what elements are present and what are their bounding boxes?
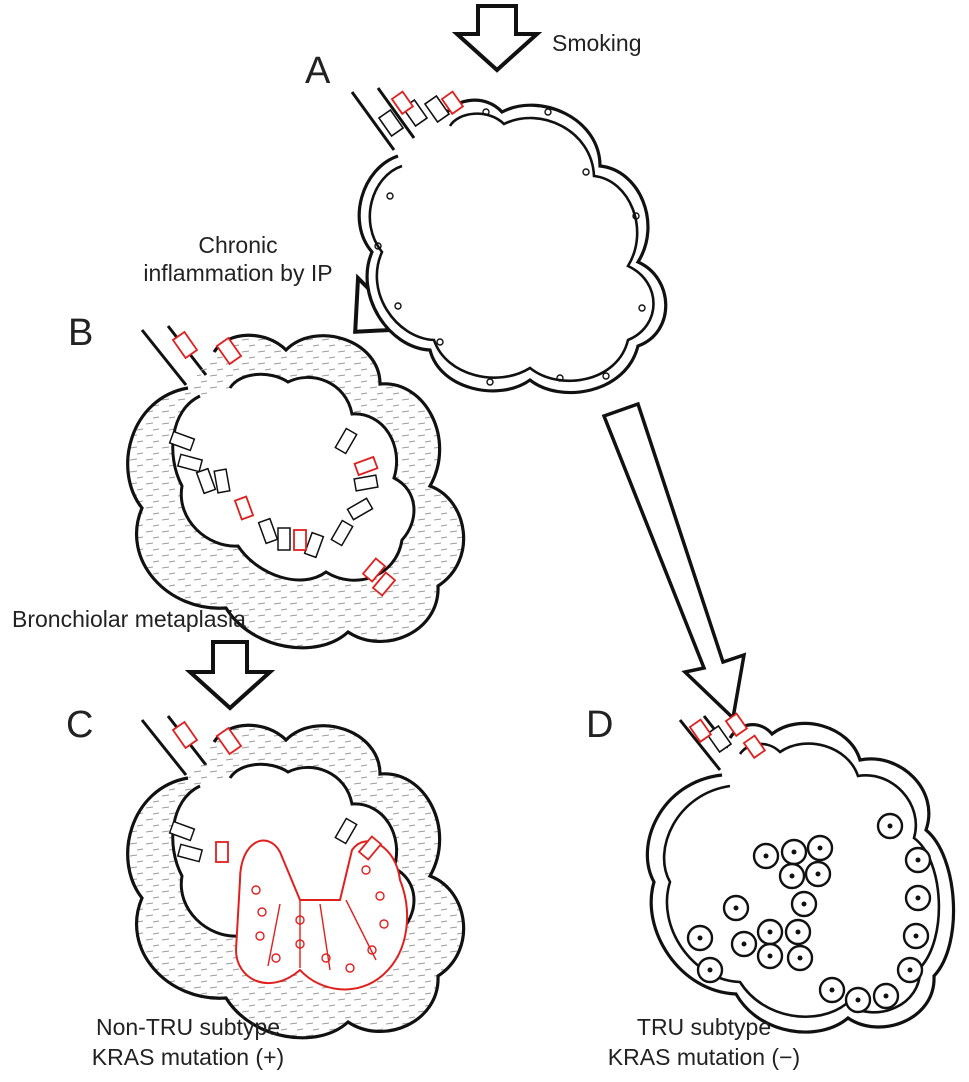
label-metaplasia: Bronchiolar metaplasia (12, 606, 246, 632)
panel-label-c: C (66, 704, 94, 746)
panel-label-d: D (586, 704, 614, 746)
label-smoking: Smoking (552, 30, 642, 56)
arrow-direct-to-tru (601, 401, 747, 722)
arrow-smoking (451, 4, 543, 73)
arrow-metaplasia (184, 640, 276, 711)
alveolus-b (126, 325, 466, 650)
alveolus-a (350, 87, 668, 394)
caption-d-line2: KRAS mutation (−) (607, 1044, 801, 1070)
label-inflammation-line1: Chronic (198, 232, 278, 258)
alveolus-d (645, 712, 956, 1034)
panel-label-a: A (305, 50, 331, 92)
caption-c-line1: Non-TRU subtype (95, 1014, 281, 1040)
panel-label-b: B (68, 312, 94, 354)
label-inflammation-line2: inflammation by IP (143, 260, 333, 286)
alveolus-c (126, 715, 466, 1040)
caption-d-line1: TRU subtype (636, 1014, 772, 1040)
tumour-mass (234, 839, 409, 991)
caption-c-line2: KRAS mutation (+) (91, 1044, 285, 1070)
